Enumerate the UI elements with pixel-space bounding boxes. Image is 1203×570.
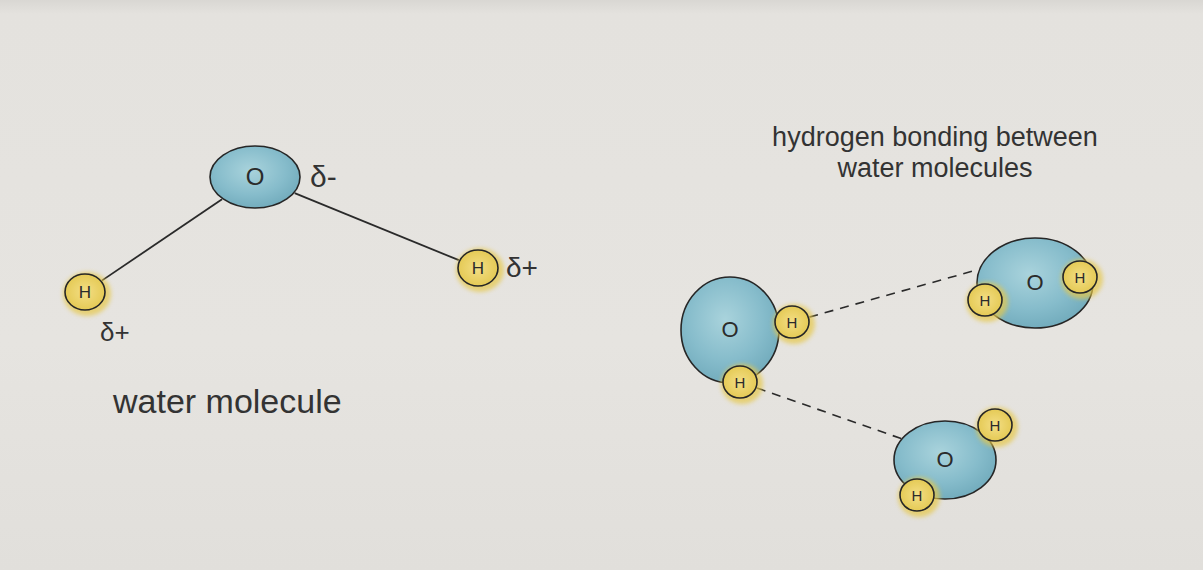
- hydrogen-glow: [773, 304, 815, 344]
- oxygen-atom: O: [209, 145, 301, 209]
- atom-symbol: H: [912, 488, 923, 503]
- partial-charge: δ+: [506, 252, 538, 284]
- atom-symbol: O: [721, 319, 738, 341]
- partial-charge: δ-: [310, 160, 337, 195]
- hydrogen-glow: [898, 477, 940, 517]
- hydrogen-bond: [757, 388, 901, 439]
- hydrogen-glow: [976, 407, 1018, 447]
- oxygen-circle: [681, 277, 779, 383]
- hydrogen-circle: [65, 274, 105, 310]
- atom-symbol: H: [980, 293, 991, 308]
- hydrogen-glow: [966, 282, 1008, 322]
- hydrogen-glow: [721, 364, 763, 404]
- atom-symbol: O: [936, 449, 953, 471]
- covalent-bond: [295, 193, 459, 260]
- partial-charge: δ+: [100, 318, 130, 348]
- oxygen-circle: [210, 146, 300, 208]
- hydrogen-glow: [456, 248, 504, 292]
- hydrogen-circle: [978, 409, 1012, 441]
- hydrogen-glow: [1061, 259, 1103, 299]
- hydrogen-atom: H: [64, 273, 106, 311]
- atom-symbol: H: [787, 315, 798, 330]
- hydrogen-atom: H: [967, 283, 1003, 317]
- hydrogen-atom: H: [457, 249, 499, 287]
- hydrogen-bond: [809, 269, 978, 317]
- hydrogen-circle: [458, 250, 498, 286]
- hydrogen-atom: H: [774, 305, 810, 339]
- atom-symbol: H: [79, 284, 91, 301]
- hydrogen-glow: [63, 272, 111, 316]
- hydrogen-circle: [1063, 261, 1097, 293]
- figure-heading: hydrogen bonding between water molecules: [755, 122, 1115, 184]
- hydrogen-atom: H: [977, 408, 1013, 442]
- hydrogen-atom: H: [899, 478, 935, 512]
- hydrogen-circle: [723, 366, 757, 398]
- hydrogen-circle: [775, 306, 809, 338]
- atom-symbol: O: [1026, 272, 1043, 294]
- hydrogen-atom: H: [1062, 260, 1098, 294]
- atom-symbol: H: [735, 375, 746, 390]
- atom-symbol: O: [246, 165, 265, 189]
- hydrogen-circle: [900, 479, 934, 511]
- hydrogen-circle: [968, 284, 1002, 316]
- atom-symbol: H: [990, 418, 1001, 433]
- atom-symbol: H: [472, 260, 484, 277]
- atom-symbol: H: [1075, 270, 1086, 285]
- covalent-bond: [102, 199, 222, 280]
- figure-label: water molecule: [113, 382, 342, 421]
- hydrogen-atom: H: [722, 365, 758, 399]
